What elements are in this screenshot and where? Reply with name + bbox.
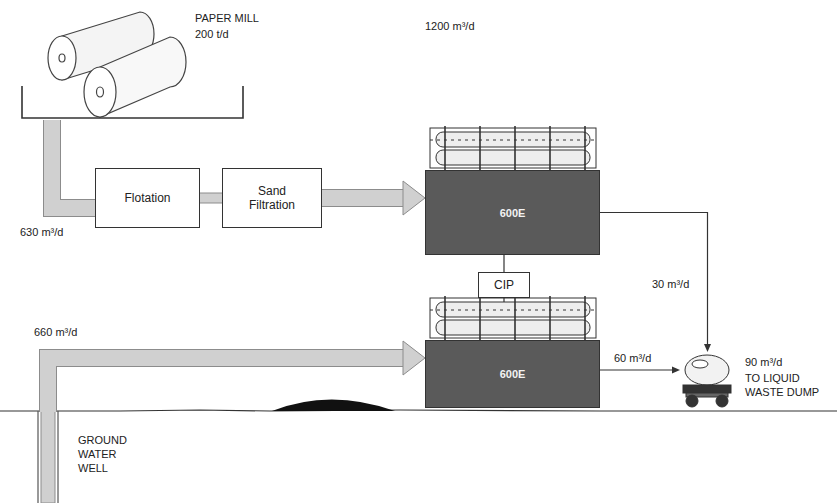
arrow-head — [672, 367, 680, 374]
flow-rate-label: 630 m³/d — [18, 226, 65, 238]
flow-line — [504, 255, 505, 272]
node-caption: GROUND WATER WELL — [78, 434, 138, 475]
pipe-arrow — [322, 181, 425, 215]
flow-line-path — [503, 298, 504, 302]
node-label: 600E — [500, 368, 526, 380]
pipe-outline — [52, 120, 95, 208]
pipe-body — [52, 120, 95, 208]
membrane-tanks — [430, 126, 596, 170]
flow-rate-label: 660 m³/d — [32, 326, 79, 338]
pipe-arrow — [48, 341, 425, 412]
paper-mill: PAPER MILL200 t/d — [20, 8, 245, 120]
flow-line — [600, 213, 711, 353]
node-caption: TO LIQUID WASTE DUMP — [745, 372, 833, 400]
pipe-outline — [322, 189, 404, 207]
pipe-body — [48, 358, 404, 412]
pipe-outline — [200, 193, 222, 204]
flow-line-path — [600, 369, 673, 370]
node-label: Flotation — [124, 191, 170, 205]
arrow-head — [704, 344, 711, 352]
node-label: Sand Filtration — [240, 184, 304, 212]
pipe-body — [200, 194, 222, 203]
pipe-arrow — [52, 120, 95, 208]
paper-rolls — [48, 12, 186, 117]
ground-line — [0, 410, 837, 411]
mill-tank — [22, 86, 243, 118]
flow-line-path — [503, 255, 504, 272]
pipe-body — [322, 190, 404, 206]
arrow-head — [403, 181, 425, 215]
tank-truck — [683, 355, 731, 407]
flow-line-path — [600, 213, 708, 346]
node-label: 600E — [500, 207, 526, 219]
pipe-outline — [48, 358, 404, 412]
flow-line — [600, 367, 680, 374]
flow-line — [504, 298, 505, 302]
flow-rate-label: 30 m³/d — [650, 278, 691, 290]
node-label: CIP — [494, 278, 514, 292]
node-caption: 90 m³/d — [745, 356, 782, 370]
membrane-unit: 600E — [425, 340, 600, 408]
process-box: Flotation — [95, 168, 200, 228]
flow-rate-label: 60 m³/d — [612, 352, 653, 364]
flow-label: 1200 m³/d — [425, 20, 475, 32]
ground-mound — [272, 400, 395, 412]
pipe-arrow — [200, 198, 222, 199]
node-caption: PAPER MILL — [195, 12, 259, 26]
well-casing — [38, 411, 58, 503]
membrane-unit: 600E — [425, 170, 600, 255]
membrane-tanks — [430, 296, 596, 340]
process-box: Sand Filtration — [222, 168, 322, 228]
tank-truck: 90 m³/dTO LIQUID WASTE DUMP — [680, 352, 735, 404]
cip-box: CIP — [478, 272, 530, 298]
ground-water-well: GROUND WATER WELL — [36, 412, 60, 503]
node-caption: 200 t/d — [195, 28, 229, 42]
arrow-head — [403, 341, 425, 375]
